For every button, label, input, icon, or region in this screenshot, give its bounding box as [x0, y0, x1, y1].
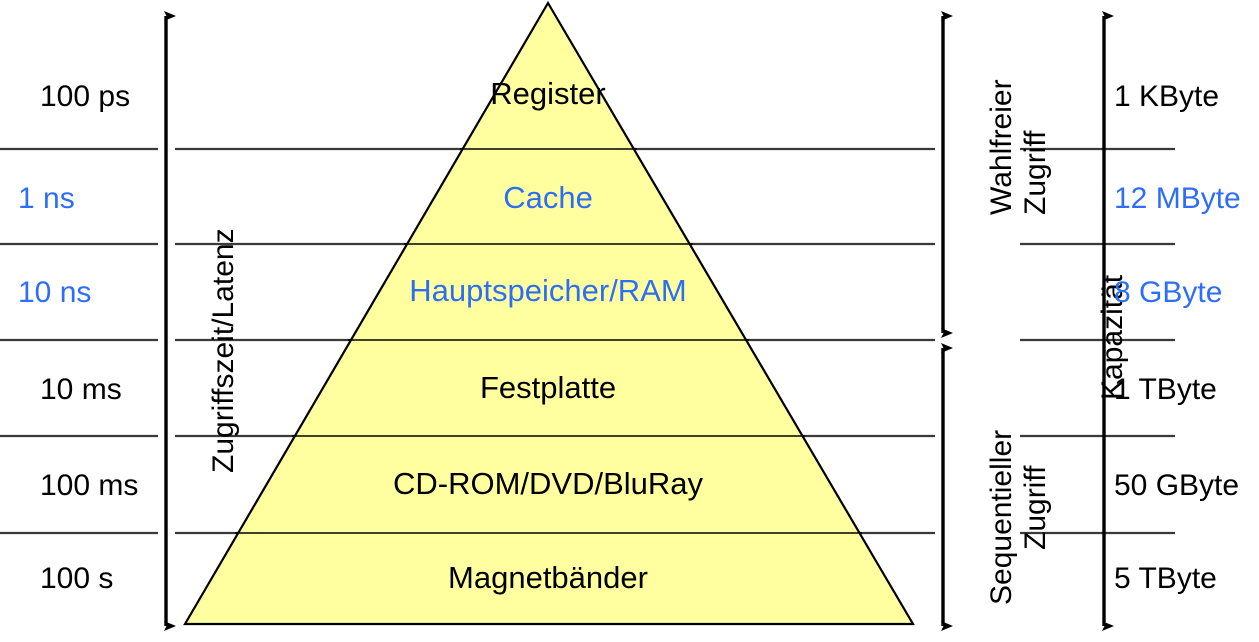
latency-label-hauptspeicher: 10 ns	[18, 276, 92, 309]
access-label-random-line2: Zugriff	[1019, 130, 1052, 215]
tier-label-magnetbaender: Magnetbänder	[448, 560, 648, 595]
tier-label-cdrom: CD-ROM/DVD/BluRay	[392, 466, 704, 501]
latency-label-magnetbaender: 100 s	[40, 562, 114, 595]
capacity-label-hauptspeicher: 8 GByte	[1114, 276, 1223, 309]
access-label-sequential-line2: Zugriff	[1019, 465, 1052, 550]
capacity-label-magnetbaender: 5 TByte	[1114, 562, 1217, 595]
latency-label-register: 100 ps	[40, 80, 131, 113]
tier-label-hauptspeicher: Hauptspeicher/RAM	[409, 273, 687, 308]
capacity-label-cache: 12 MByte	[1114, 182, 1241, 215]
access-label-sequential-line1: Sequentieller	[985, 429, 1018, 605]
latency-axis-title: Zugriffszeit/Latenz	[207, 228, 240, 473]
pyramid-tier-separators	[235, 148, 862, 534]
tier-label-cache: Cache	[503, 180, 593, 215]
tier-label-festplatte: Festplatte	[479, 370, 617, 405]
latency-label-festplatte: 10 ms	[40, 373, 122, 406]
capacity-label-register: 1 KByte	[1114, 80, 1220, 113]
tier-label-register: Register	[490, 76, 606, 111]
capacity-label-festplatte: 1 TByte	[1114, 373, 1217, 406]
latency-label-cache: 1 ns	[18, 182, 75, 215]
memory-pyramid	[183, 0, 915, 626]
access-label-random-line1: Wahlfreier	[985, 79, 1018, 215]
capacity-label-cdrom: 50 GByte	[1114, 469, 1240, 502]
latency-label-cdrom: 100 ms	[40, 469, 139, 502]
